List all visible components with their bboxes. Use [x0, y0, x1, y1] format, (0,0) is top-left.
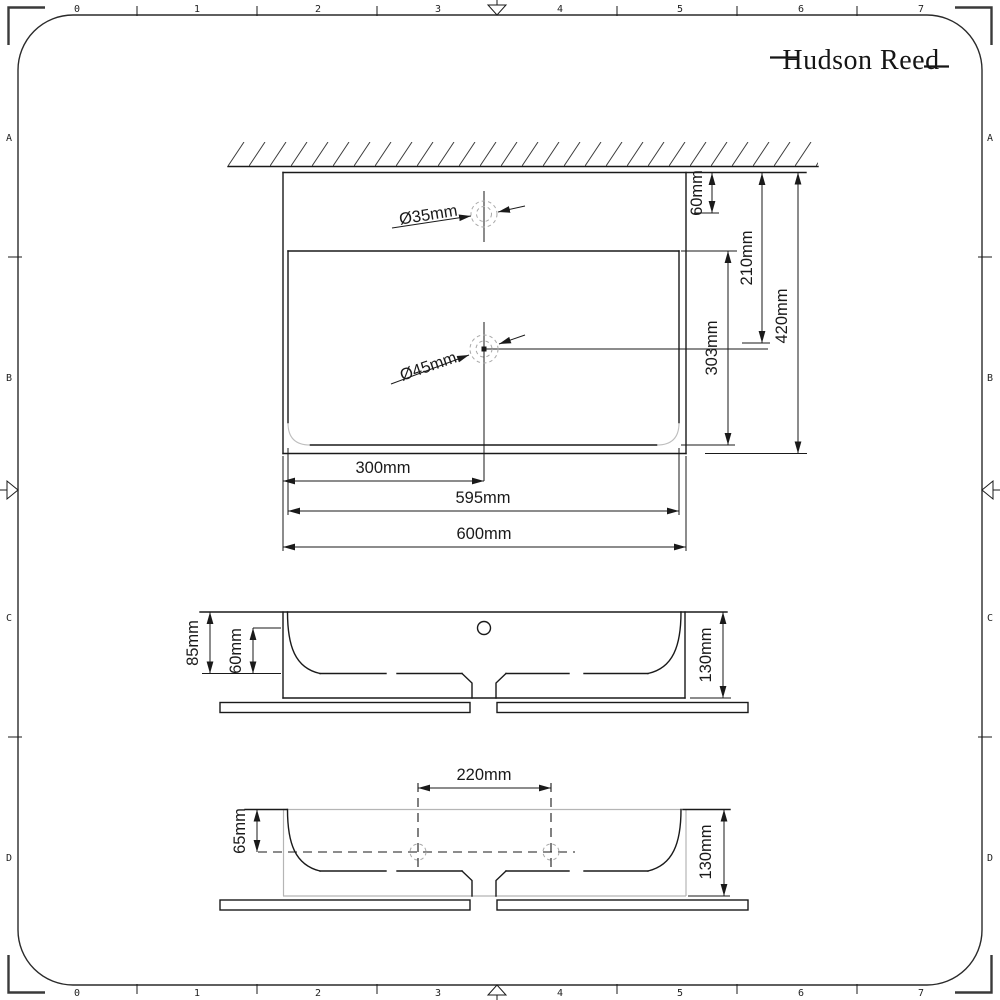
dim-label-303mm: 303mm — [703, 320, 721, 375]
fixing-hole-left — [409, 843, 427, 861]
drain-recess — [461, 672, 507, 699]
drain-recess — [461, 870, 507, 897]
ruler-number: 7 — [918, 4, 924, 15]
center-mark-arrow-top — [486, 4, 508, 16]
center-mark-arrow-bottom — [486, 984, 508, 996]
bowl-wall-left — [286, 611, 321, 675]
ruler-number: 7 — [918, 988, 924, 999]
ruler-number: 0 — [74, 988, 80, 999]
mounting-bar-left — [219, 701, 471, 714]
dim-label-130mm-bottom: 130mm — [697, 824, 715, 879]
ruler-number: 6 — [798, 988, 804, 999]
dim-label-drain-diameter: Ø45mm — [398, 349, 459, 385]
dim-label-130mm-front: 130mm — [697, 627, 715, 682]
bottom-view: 65mm 220mm 130mm — [219, 766, 749, 911]
ruler-ticks-bottom — [136, 984, 858, 994]
dim-label-60mm: 60mm — [688, 170, 706, 216]
ruler-letter: C — [987, 613, 993, 624]
fixing-hole-right — [542, 843, 560, 861]
dim-label-220mm: 220mm — [456, 766, 511, 784]
center-mark-arrow-left — [6, 479, 19, 501]
ruler-right: A B C D — [978, 133, 1000, 864]
bowl-wall-right — [647, 611, 682, 675]
basin-corner-arc-left — [287, 422, 311, 446]
dim-label-420mm: 420mm — [773, 288, 791, 343]
mounting-bar-left — [219, 899, 471, 911]
ruler-number: 6 — [798, 4, 804, 15]
ruler-number: 2 — [315, 988, 321, 999]
ruler-number: 4 — [557, 988, 563, 999]
faucet-hole-outer-circle — [470, 200, 498, 228]
ruler-bottom: 0 1 2 3 4 5 6 7 — [74, 984, 924, 1000]
dim-label-60mm-front: 60mm — [227, 628, 245, 674]
ruler-letter: A — [6, 133, 12, 144]
mounting-bar-right — [496, 899, 749, 911]
basin-corner-arc-right — [656, 422, 680, 446]
ruler-number: 2 — [315, 4, 321, 15]
ruler-letter: D — [987, 853, 993, 864]
wall-hatch — [228, 142, 818, 166]
dim-label-65mm: 65mm — [231, 808, 249, 854]
ruler-top: 0 1 2 3 4 5 6 7 — [74, 0, 924, 16]
drain-center-mark — [481, 346, 487, 352]
ruler-ticks-left — [8, 256, 22, 738]
dim-label-faucet-diameter: Ø35mm — [398, 202, 459, 229]
bowl-wall-right — [647, 808, 682, 872]
drain-leader-left — [390, 354, 470, 385]
sheet-border — [17, 14, 983, 986]
corner-mark-top-right — [955, 6, 993, 45]
ruler-number: 5 — [677, 988, 683, 999]
top-view: Ø35mm Ø45mm 60mm 210mm 303mm 420mm 300mm — [227, 142, 819, 551]
mounting-bar-right — [496, 701, 749, 714]
ruler-left: A B C D — [0, 133, 22, 864]
corner-mark-bottom-right — [955, 955, 993, 994]
ruler-ticks-top — [136, 6, 858, 16]
ruler-letter: B — [987, 373, 993, 384]
brand-logo-text: Hudson Reed — [782, 45, 939, 76]
center-mark-arrow-right — [981, 479, 994, 501]
faucet-hole-inner-circle — [476, 206, 492, 222]
ruler-number: 5 — [677, 4, 683, 15]
ruler-ticks-right — [978, 256, 992, 738]
ruler-letter: B — [6, 373, 12, 384]
ruler-number: 1 — [194, 988, 200, 999]
ruler-number: 4 — [557, 4, 563, 15]
drain-leader-right — [498, 334, 526, 345]
drain-inner-circle — [475, 340, 493, 358]
corner-mark-bottom-left — [7, 955, 45, 994]
overflow-hole — [476, 620, 492, 636]
front-view: 85mm 60mm 130mm — [184, 611, 749, 714]
ruler-letter: D — [6, 853, 12, 864]
dim-label-300mm: 300mm — [355, 459, 410, 477]
ruler-letter: A — [987, 133, 993, 144]
ruler-number: 3 — [435, 4, 441, 15]
bowl-wall-left — [286, 808, 321, 872]
ruler-number: 3 — [435, 988, 441, 999]
dim-label-595mm: 595mm — [455, 489, 510, 507]
ruler-letter: C — [6, 613, 12, 624]
corner-mark-top-left — [7, 6, 45, 45]
dim-label-85mm: 85mm — [184, 620, 202, 666]
brand-logo: Hudson Reed — [770, 45, 949, 76]
ruler-number: 1 — [194, 4, 200, 15]
dim-label-600mm: 600mm — [456, 525, 511, 543]
drain-outer-circle — [469, 334, 499, 364]
ruler-number: 0 — [74, 4, 80, 15]
dim-label-210mm: 210mm — [738, 230, 756, 285]
faucet-leader-right — [497, 205, 526, 213]
faucet-leader-left — [391, 214, 472, 229]
